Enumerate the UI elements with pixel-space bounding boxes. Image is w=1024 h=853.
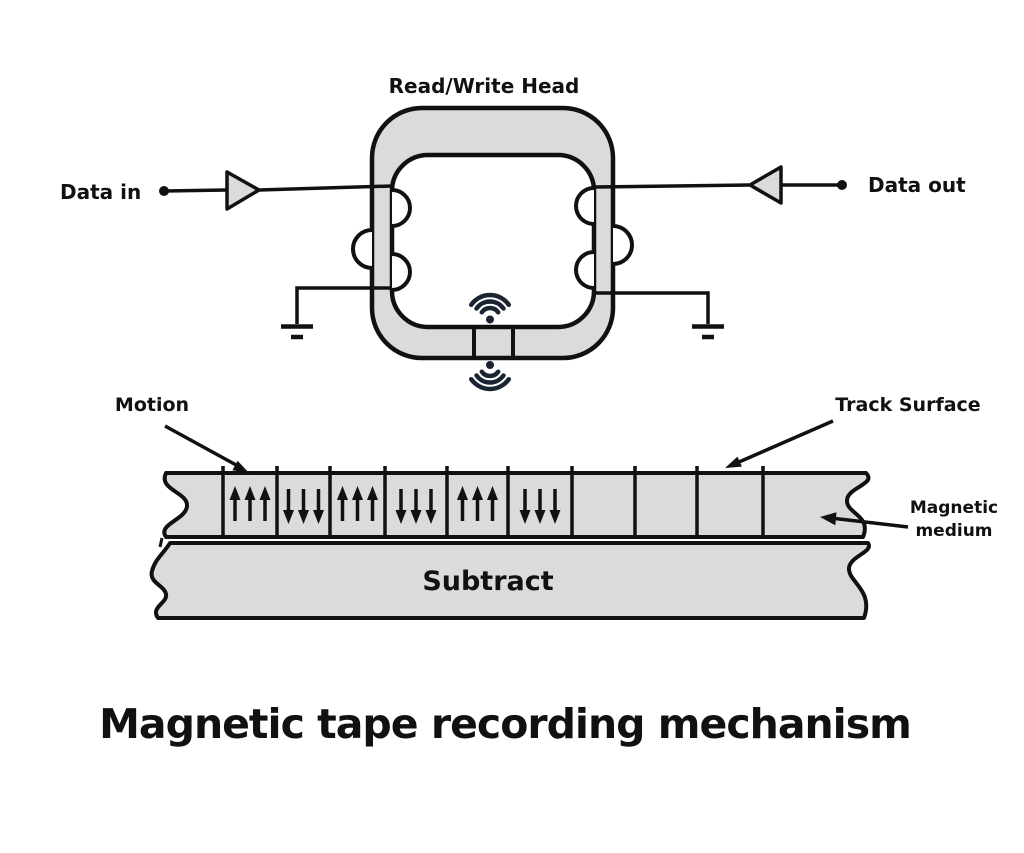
magnetization-arrowhead-down (410, 510, 422, 524)
read-write-head: Read/Write Head Data in (60, 74, 966, 392)
tape-substrate-strip (149, 541, 871, 620)
data-in-label: Data in (60, 180, 141, 204)
write-amplifier-icon (225, 170, 261, 211)
magnetization-arrowhead-down (534, 510, 546, 524)
head-gap (472, 327, 515, 358)
read-write-head-label: Read/Write Head (389, 74, 580, 98)
tape-cells (221, 466, 765, 537)
magnetization-arrowhead-down (519, 510, 531, 524)
field-waves-upper-icon (468, 292, 512, 324)
read-amplifier-icon (748, 165, 783, 205)
magnetization-arrowhead-down (313, 510, 324, 524)
motion-label: Motion (115, 394, 189, 416)
magnetization-arrowhead-up (472, 486, 483, 500)
tear-dash (158, 537, 164, 548)
ground-right-icon (594, 291, 724, 340)
motion-arrow (164, 424, 249, 473)
magnetization-arrowhead-up (487, 486, 498, 500)
magnetic-medium-label-line1: Magnetic (910, 498, 998, 518)
track-surface-arrow (725, 419, 834, 468)
magnetic-medium-arrow (820, 512, 909, 529)
page-title: Magnetic tape recording mechanism (99, 700, 911, 748)
magnetization-arrowhead-up (352, 486, 363, 500)
magnetization-arrowhead-up (337, 486, 348, 500)
tape-track-strip (162, 471, 871, 539)
data-out-terminal-dot (837, 180, 847, 190)
magnetization-arrowhead-down (395, 510, 407, 524)
coil-right-icon (574, 186, 634, 290)
magnetic-medium-label-line2: medium (915, 521, 992, 541)
magnetization-arrowhead-up (457, 486, 468, 500)
track-surface-label: Track Surface (835, 394, 980, 416)
substrate-label: Subtract (422, 566, 553, 597)
magnetization-arrowhead-down (425, 510, 437, 524)
tape: Subtract Motion Track Surface Magnetic m… (115, 394, 998, 620)
data-out-wire (593, 165, 847, 205)
data-out-label: Data out (868, 173, 966, 197)
coil-left-icon (351, 188, 412, 292)
magnetization-arrowhead-up (244, 486, 256, 500)
magnetization-arrowhead-up (229, 486, 241, 500)
field-waves-lower-icon (468, 361, 512, 392)
head-core-inner-ring (389, 152, 597, 330)
data-in-wire (159, 170, 393, 211)
magnetization-arrowhead-up (259, 486, 271, 500)
magnetization-arrowhead-down (298, 510, 309, 524)
ground-left-icon (281, 286, 392, 340)
magnetization-arrowhead-up (367, 486, 378, 500)
magnetization-arrowhead-down (283, 510, 294, 524)
magnetization-arrowhead-down (549, 510, 561, 524)
